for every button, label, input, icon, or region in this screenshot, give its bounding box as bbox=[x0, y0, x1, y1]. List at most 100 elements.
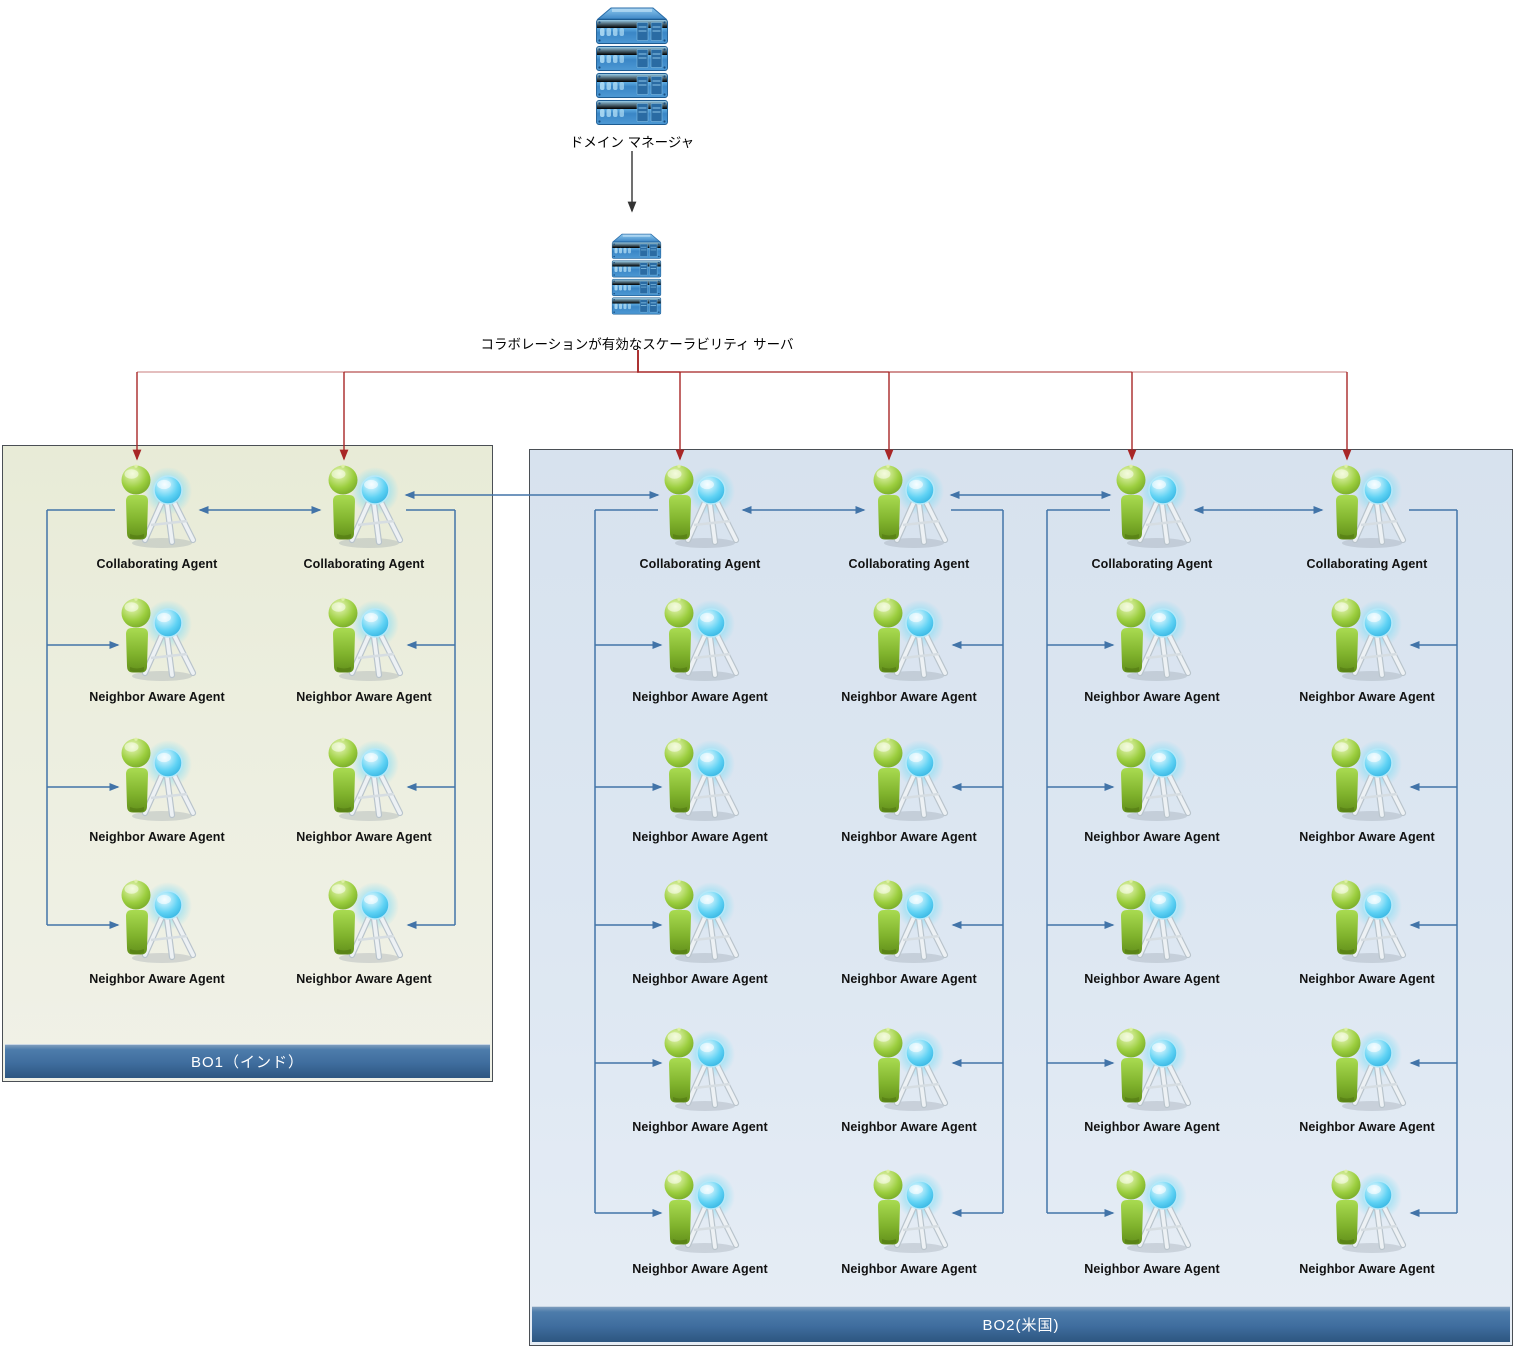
agent-neighbor: Neighbor Aware Agent bbox=[1267, 594, 1467, 714]
agent-neighbor: Neighbor Aware Agent bbox=[809, 876, 1009, 996]
agent-collaborating: Collaborating Agent bbox=[57, 461, 257, 581]
agent-neighbor: Neighbor Aware Agent bbox=[1052, 594, 1252, 714]
agent-neighbor: Neighbor Aware Agent bbox=[1052, 876, 1252, 996]
agent-label: Neighbor Aware Agent bbox=[1299, 972, 1435, 986]
agent-neighbor: Neighbor Aware Agent bbox=[57, 876, 257, 996]
blue-connectors bbox=[46, 491, 1458, 1217]
agent-neighbor: Neighbor Aware Agent bbox=[1052, 1024, 1252, 1144]
agent-neighbor: Neighbor Aware Agent bbox=[1267, 876, 1467, 996]
agent-icon bbox=[1314, 1024, 1414, 1112]
bo1-title-bar: BO1（インド） bbox=[5, 1044, 490, 1078]
agent-label: Neighbor Aware Agent bbox=[632, 830, 768, 844]
agent-icon bbox=[1314, 1166, 1414, 1254]
agent-icon bbox=[647, 1166, 747, 1254]
agent-icon bbox=[1314, 734, 1414, 822]
agent-icon bbox=[1099, 876, 1199, 964]
agent-label: Neighbor Aware Agent bbox=[1299, 830, 1435, 844]
agent-label: Neighbor Aware Agent bbox=[841, 1120, 977, 1134]
agent-icon bbox=[311, 734, 411, 822]
agent-icon bbox=[1314, 594, 1414, 682]
agent-icon bbox=[1314, 461, 1414, 549]
agent-neighbor: Neighbor Aware Agent bbox=[264, 594, 464, 714]
agent-neighbor: Neighbor Aware Agent bbox=[809, 1024, 1009, 1144]
agent-label: Neighbor Aware Agent bbox=[1084, 1262, 1220, 1276]
bo2-title: BO2(米国) bbox=[982, 1317, 1060, 1334]
agent-label: Collaborating Agent bbox=[848, 557, 970, 571]
agent-collaborating: Collaborating Agent bbox=[600, 461, 800, 581]
agent-icon bbox=[647, 1024, 747, 1112]
scalability-server-label: コラボレーションが有効なスケーラビリティ サーバ bbox=[480, 337, 794, 352]
bo2-title-bar: BO2(米国) bbox=[532, 1306, 1510, 1342]
agent-label: Neighbor Aware Agent bbox=[1299, 1120, 1435, 1134]
agent-label: Neighbor Aware Agent bbox=[296, 690, 432, 704]
agent-label: Neighbor Aware Agent bbox=[89, 690, 225, 704]
agent-label: Collaborating Agent bbox=[1091, 557, 1213, 571]
agent-icon bbox=[647, 734, 747, 822]
agent-label: Neighbor Aware Agent bbox=[632, 1120, 768, 1134]
agent-label: Collaborating Agent bbox=[303, 557, 425, 571]
agent-icon bbox=[1314, 876, 1414, 964]
connector-red-bus bbox=[637, 350, 1132, 373]
agent-label: Neighbor Aware Agent bbox=[841, 1262, 977, 1276]
agent-icon bbox=[311, 594, 411, 682]
agent-label: Neighbor Aware Agent bbox=[296, 972, 432, 986]
scalability-server bbox=[609, 216, 664, 332]
agent-neighbor: Neighbor Aware Agent bbox=[1052, 1166, 1252, 1286]
agent-label: Neighbor Aware Agent bbox=[632, 690, 768, 704]
agent-label: Neighbor Aware Agent bbox=[841, 972, 977, 986]
agent-neighbor: Neighbor Aware Agent bbox=[600, 594, 800, 714]
agent-icon bbox=[1099, 1166, 1199, 1254]
domain-manager-label: ドメイン マネージャ bbox=[569, 135, 695, 150]
agent-collaborating: Collaborating Agent bbox=[809, 461, 1009, 581]
agent-label: Neighbor Aware Agent bbox=[632, 972, 768, 986]
agent-label: Neighbor Aware Agent bbox=[1299, 1262, 1435, 1276]
agent-neighbor: Neighbor Aware Agent bbox=[1267, 1166, 1467, 1286]
agent-icon bbox=[856, 461, 956, 549]
agent-icon bbox=[856, 594, 956, 682]
agent-icon bbox=[647, 876, 747, 964]
agent-neighbor: Neighbor Aware Agent bbox=[57, 734, 257, 854]
connector-red-bus bbox=[344, 350, 639, 373]
agent-neighbor: Neighbor Aware Agent bbox=[1267, 1024, 1467, 1144]
agent-label: Neighbor Aware Agent bbox=[89, 972, 225, 986]
bo1-box: BO1（インド） bbox=[2, 445, 493, 1082]
bo1-title: BO1（インド） bbox=[190, 1054, 304, 1071]
agent-icon bbox=[104, 461, 204, 549]
agent-label: Neighbor Aware Agent bbox=[1084, 690, 1220, 704]
agent-collaborating: Collaborating Agent bbox=[1267, 461, 1467, 581]
agent-label: Neighbor Aware Agent bbox=[841, 830, 977, 844]
server-icon bbox=[609, 216, 664, 332]
server-icon bbox=[592, 4, 672, 128]
agent-icon bbox=[311, 461, 411, 549]
agent-icon bbox=[104, 594, 204, 682]
agent-label: Neighbor Aware Agent bbox=[1299, 690, 1435, 704]
agent-label: Neighbor Aware Agent bbox=[632, 1262, 768, 1276]
agent-collaborating: Collaborating Agent bbox=[1052, 461, 1252, 581]
connector-red-bus bbox=[637, 350, 680, 373]
agent-neighbor: Neighbor Aware Agent bbox=[600, 1024, 800, 1144]
agent-neighbor: Neighbor Aware Agent bbox=[600, 1166, 800, 1286]
agent-icon bbox=[311, 876, 411, 964]
agent-icon bbox=[856, 1024, 956, 1112]
agent-icon bbox=[647, 594, 747, 682]
agent-icon bbox=[856, 1166, 956, 1254]
agent-icon bbox=[104, 734, 204, 822]
red-connectors bbox=[132, 350, 1352, 461]
agent-label: Collaborating Agent bbox=[639, 557, 761, 571]
agent-neighbor: Neighbor Aware Agent bbox=[600, 734, 800, 854]
agent-neighbor: Neighbor Aware Agent bbox=[264, 876, 464, 996]
agent-label: Neighbor Aware Agent bbox=[296, 830, 432, 844]
red-connectors-overlap bbox=[137, 350, 1347, 373]
agent-icon bbox=[1099, 1024, 1199, 1112]
agent-icon bbox=[104, 876, 204, 964]
agent-icon bbox=[856, 734, 956, 822]
domain-manager bbox=[592, 4, 672, 128]
agent-neighbor: Neighbor Aware Agent bbox=[57, 594, 257, 714]
agent-icon bbox=[1099, 461, 1199, 549]
agent-neighbor: Neighbor Aware Agent bbox=[1052, 734, 1252, 854]
agent-label: Collaborating Agent bbox=[1306, 557, 1428, 571]
connector-red-bus bbox=[637, 350, 889, 373]
agent-label: Neighbor Aware Agent bbox=[89, 830, 225, 844]
